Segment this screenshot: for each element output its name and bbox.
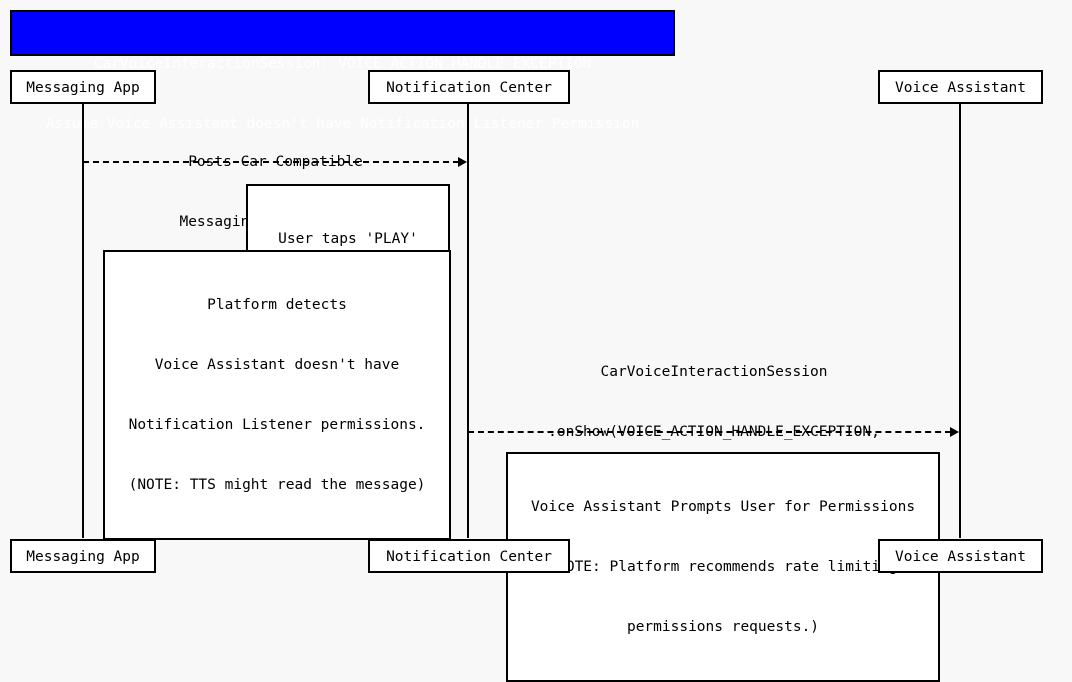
message-arrow-posts-notification	[83, 161, 459, 163]
participant-messaging-app-top[interactable]: Messaging App	[10, 70, 156, 104]
diagram-title-line-2: Assume Voice Assistant doesn't have Noti…	[45, 116, 640, 132]
lifeline-messaging-app	[82, 104, 84, 538]
note-1-line-1: User taps 'PLAY'	[278, 231, 418, 247]
diagram-title-line-1: CarVoiceInteractionSession: VOICE_ACTION…	[93, 56, 592, 72]
note-2-line-3: Notification Listener permissions.	[128, 417, 426, 433]
arrowhead-posts-notification	[458, 157, 467, 167]
note-2-line-1: Platform detects	[207, 297, 347, 313]
note-3-line-2: (NOTE: Platform recommends rate limiting	[548, 559, 898, 575]
message-arrow-on-show	[468, 431, 951, 433]
note-platform-detects: Platform detects Voice Assistant doesn't…	[103, 250, 451, 540]
note-3-line-3: permissions requests.)	[626, 619, 820, 635]
note-2-line-4: (NOTE: TTS might read the message)	[128, 477, 426, 493]
participant-voice-assistant-bottom[interactable]: Voice Assistant	[878, 539, 1043, 573]
diagram-title-banner: CarVoiceInteractionSession: VOICE_ACTION…	[10, 10, 675, 132]
message-2-line-1: CarVoiceInteractionSession	[600, 364, 828, 380]
note-3-line-1: Voice Assistant Prompts User for Permiss…	[530, 499, 916, 515]
participant-messaging-app-bottom[interactable]: Messaging App	[10, 539, 156, 573]
note-voice-assistant-prompts: Voice Assistant Prompts User for Permiss…	[506, 452, 940, 682]
sequence-diagram-canvas: CarVoiceInteractionSession: VOICE_ACTION…	[10, 10, 1043, 682]
note-2-line-2: Voice Assistant doesn't have	[154, 357, 400, 373]
arrowhead-on-show	[950, 427, 959, 437]
participant-notification-center-bottom[interactable]: Notification Center	[368, 539, 570, 573]
lifeline-voice-assistant	[959, 104, 961, 538]
participant-notification-center-top[interactable]: Notification Center	[368, 70, 570, 104]
participant-voice-assistant-top[interactable]: Voice Assistant	[878, 70, 1043, 104]
lifeline-notification-center	[467, 104, 469, 538]
